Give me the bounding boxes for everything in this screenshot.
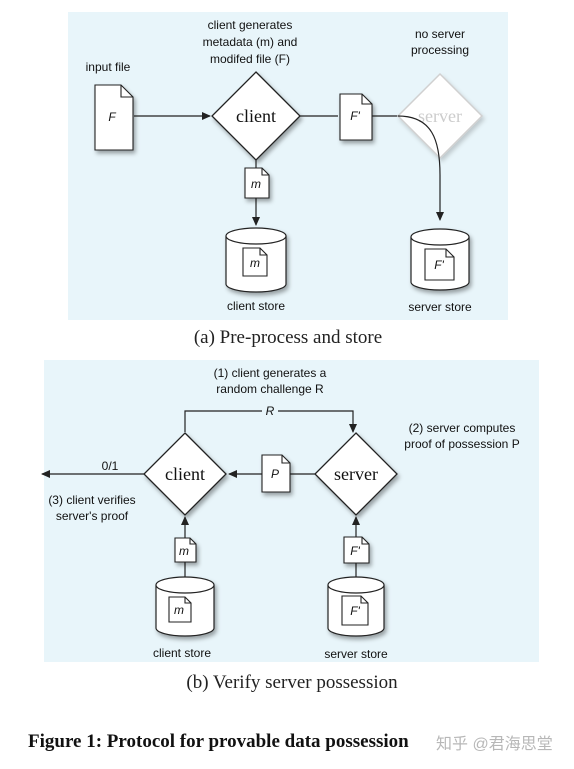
metadata-document-b [174,537,197,563]
server-store-a-document [424,248,455,281]
caption-panel-a: (a) Pre-process and store [194,327,382,348]
panel-a-pre-process-and-store: input file F client generates metadata (… [68,12,508,320]
metadata-document-a [244,167,270,199]
caption-panel-b: (b) Verify server possession [186,672,398,693]
panel-b-verify-server-possession: (1) client generates a random challenge … [41,360,539,662]
client-node-a-label: client [236,106,276,126]
svg-text:random challenge R: random challenge R [216,382,324,396]
client-generates-note: client generates metadata (m) and modife… [203,18,298,66]
server-store-b-label: server store [324,647,388,661]
server-node-a-label: server [418,106,462,126]
svg-text:no server: no server [415,27,465,41]
svg-text:client generates: client generates [208,18,293,32]
client-node-b [143,432,227,516]
svg-text:(3) client verifies: (3) client verifies [48,493,135,507]
server-node-b [314,432,398,516]
no-server-processing-note: no server processing [411,27,469,57]
client-store-b-doc-label: m [174,603,184,617]
output-label: 0/1 [102,459,119,473]
modified-file-doc-label: F' [350,109,360,123]
server-store-b-doc-label: F' [350,604,360,618]
modified-file-document [339,93,373,141]
client-store-a-doc-label: m [250,256,260,270]
panel-b-background [44,360,539,662]
svg-text:server's proof: server's proof [56,509,129,523]
client-store-a-label: client store [227,299,285,313]
watermark: 知乎 @君海思堂 [436,735,553,753]
svg-text:(1) client generates a: (1) client generates a [214,366,327,380]
server-store-a-label: server store [408,300,472,314]
client-store-b-document [168,596,192,623]
proof-document [261,454,291,493]
challenge-label: R [266,404,275,418]
client-store-b-label: client store [153,646,211,660]
server-computes-proof-note: (2) server computes proof of possession … [404,421,519,451]
metadata-doc-b-label: m [179,544,189,558]
metadata-doc-a-label: m [251,177,261,191]
svg-text:modifed file (F): modifed file (F) [210,52,290,66]
client-generates-challenge-note: (1) client generates a random challenge … [214,366,327,396]
svg-text:metadata (m) and: metadata (m) and [203,35,298,49]
input-file-document [94,84,134,151]
input-file-doc-label: F [108,110,116,124]
file-doc-b-label: F' [350,544,360,558]
svg-text:(2) server computes: (2) server computes [409,421,516,435]
svg-text:processing: processing [411,43,469,57]
challenge-label-bg [262,403,278,417]
client-node-b-label: client [165,464,205,484]
svg-text:proof of possession P: proof of possession P [404,437,519,451]
client-store-a-document [242,247,268,277]
server-store-a-doc-label: F' [434,258,444,272]
input-file-label: input file [86,60,131,74]
figure-caption: Figure 1: Protocol for provable data pos… [28,731,409,752]
server-store-b-document [341,595,369,626]
server-node-b-label: server [334,464,378,484]
client-verifies-note: (3) client verifies server's proof [48,493,135,523]
server-node-a-ghost [396,72,484,160]
proof-doc-label: P [271,467,279,481]
file-document-b [343,536,370,564]
arrow-to-server-store [397,115,444,221]
